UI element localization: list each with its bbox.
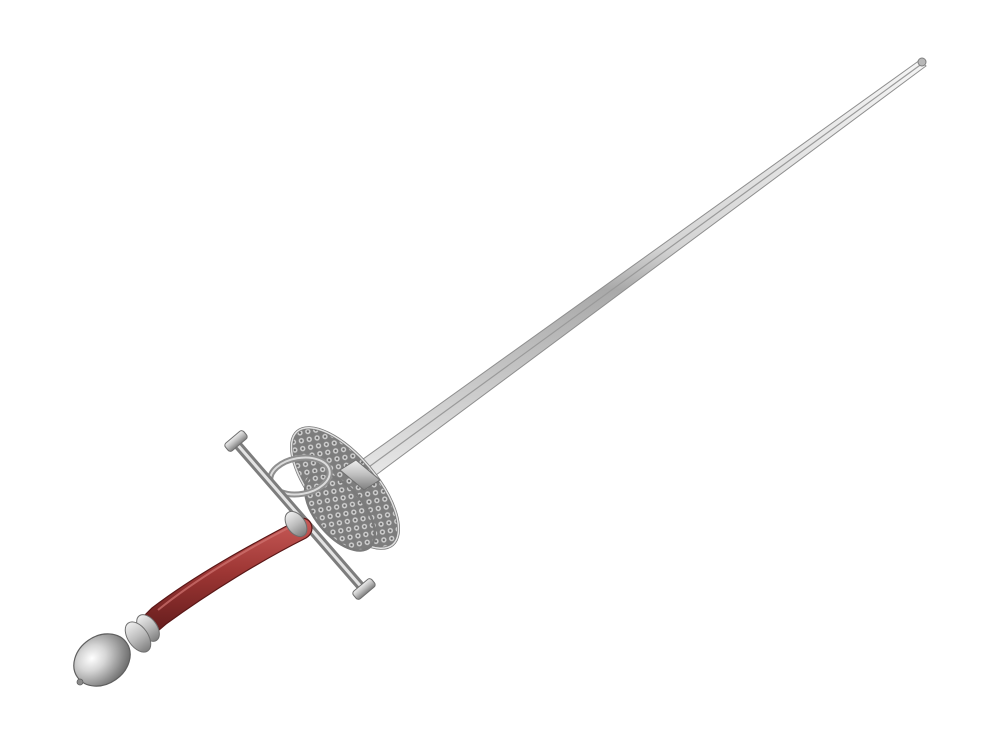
grip <box>133 517 313 640</box>
pommel <box>73 633 131 687</box>
quillon-terminal <box>352 578 376 600</box>
blade <box>351 57 927 479</box>
ferrule <box>284 510 308 538</box>
pommel-button <box>76 678 84 686</box>
blade-tip <box>917 57 927 67</box>
pommel-collar <box>124 614 160 653</box>
ricasso <box>339 459 381 491</box>
quillon-terminal <box>224 430 248 452</box>
